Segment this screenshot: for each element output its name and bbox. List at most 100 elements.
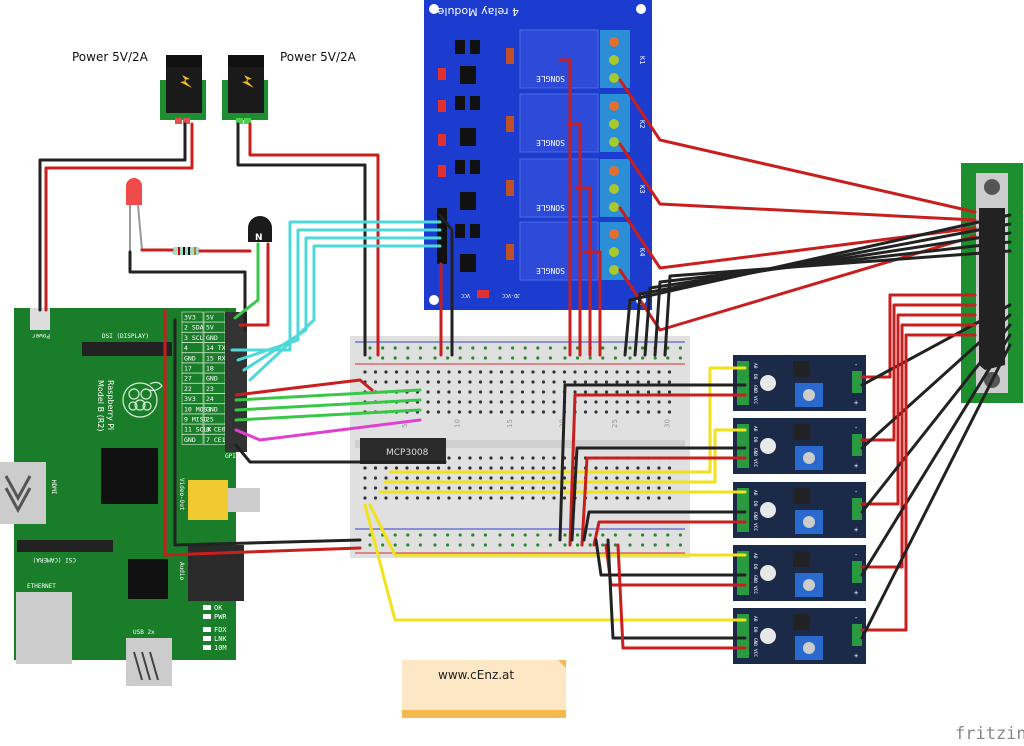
breadboard-hole [478, 400, 483, 404]
breadboard-hole [541, 390, 546, 394]
gpio-cell-label: 18 [206, 365, 214, 373]
rail-hole [393, 346, 397, 350]
column-label: 15 [506, 419, 514, 428]
breadboard-hole [552, 496, 556, 500]
rail-hole [406, 533, 410, 537]
wire-sensor-gnd-3 [582, 510, 747, 542]
breadboard-hole [510, 390, 514, 394]
wire-relay-in-1 [230, 220, 442, 352]
sensor-pin-label: GND [752, 512, 758, 520]
breadboard-hole [636, 380, 640, 384]
breadboard-hole [625, 400, 630, 404]
breadboard-hole [552, 466, 556, 470]
relay-k1-label: K1 [638, 56, 646, 64]
breadboard-hole [667, 380, 672, 384]
rail-hole [678, 346, 683, 350]
note-text: www.cEnz.at [438, 668, 515, 682]
rail-hole [381, 356, 385, 360]
wire-ground-rail [173, 538, 362, 547]
pi-audio-label: Audio [178, 562, 185, 580]
breadboard-hole [510, 456, 514, 460]
rail-hole [523, 356, 527, 360]
sensor-pin-label: D0 [752, 437, 758, 443]
wire-db25-ground-1 [623, 213, 1012, 357]
rail-hole [498, 356, 502, 360]
probe-plus-label: + [854, 652, 858, 660]
breadboard-hole [468, 380, 472, 384]
gpio-cell-label: 17 [184, 365, 192, 373]
rail-hole [653, 543, 657, 547]
gpio-cell-label: GND [206, 334, 218, 342]
breadboard-hole [583, 370, 588, 374]
breadboard-hole [468, 486, 472, 490]
gpio-cell-label: 7 CE1 [206, 436, 226, 444]
breadboard-hole [394, 476, 399, 480]
breadboard-hole [552, 410, 556, 414]
breadboard-hole [384, 370, 388, 374]
breadboard-hole [541, 370, 546, 374]
breadboard-hole [436, 486, 441, 490]
breadboard-hole [489, 496, 493, 500]
probe-plus-label: + [854, 462, 858, 470]
wire-probe-plus-3 [860, 313, 977, 506]
breadboard-hole [520, 390, 525, 394]
rail-hole [628, 346, 632, 350]
breadboard-hole [594, 380, 598, 384]
breadboard-hole [510, 476, 514, 480]
breadboard-hole [604, 370, 609, 374]
breadboard-hole [531, 410, 535, 414]
probe-plus-label: + [854, 526, 858, 534]
breadboard-hole [552, 390, 556, 394]
rail-hole [483, 346, 487, 350]
wire-sensor-gnd-4 [594, 538, 747, 577]
rail-hole [588, 356, 592, 360]
breadboard-hole [594, 410, 598, 414]
red-led [126, 178, 143, 252]
relay-k4: K4 [519, 221, 646, 281]
breadboard-hole [667, 410, 672, 414]
breadboard-hole [499, 496, 504, 500]
breadboard-hole [562, 496, 567, 500]
breadboard-hole [478, 486, 483, 490]
breadboard-hole [457, 370, 462, 374]
rail-hole [548, 356, 553, 360]
breadboard-hole [468, 496, 472, 500]
status-led [203, 605, 211, 610]
breadboard-hole [499, 390, 504, 394]
rail-hole [523, 543, 527, 547]
breadboard-hole [499, 380, 504, 384]
adc-chip-label: MCP3008 [386, 448, 429, 458]
breadboard-hole [520, 456, 525, 460]
wire-relay-in-2 [236, 228, 442, 362]
breadboard-hole [468, 390, 472, 394]
gpio-cell-label: 24 [206, 395, 214, 403]
breadboard-hole [636, 486, 640, 490]
breadboard-hole [552, 476, 556, 480]
breadboard-hole [657, 380, 661, 384]
breadboard-hole [615, 476, 619, 480]
rail-hole [418, 543, 422, 547]
breadboard-hole [426, 476, 430, 480]
status-led [203, 627, 211, 632]
probe-minus-label: - [854, 614, 858, 622]
rail-hole [536, 356, 540, 360]
breadboard-hole [636, 496, 640, 500]
sensor-pin-label: D0 [752, 501, 758, 507]
breadboard-hole [510, 400, 514, 404]
note-bar [402, 710, 566, 718]
breadboard-hole [667, 486, 672, 490]
rail-hole [601, 533, 605, 537]
rail-hole [613, 543, 618, 547]
relay-brand: SONGLE [536, 266, 565, 275]
relay-k3-label: K3 [638, 185, 646, 193]
breadboard-hole [636, 410, 640, 414]
breadboard-hole [489, 380, 493, 384]
breadboard-hole [625, 370, 630, 374]
resistor [172, 247, 200, 255]
breadboard-hole [436, 380, 441, 384]
sensor-pin-label: D0 [752, 627, 758, 633]
column-label: 10 [454, 419, 462, 428]
wire-power-5v [44, 122, 194, 312]
breadboard-hole [489, 400, 493, 404]
